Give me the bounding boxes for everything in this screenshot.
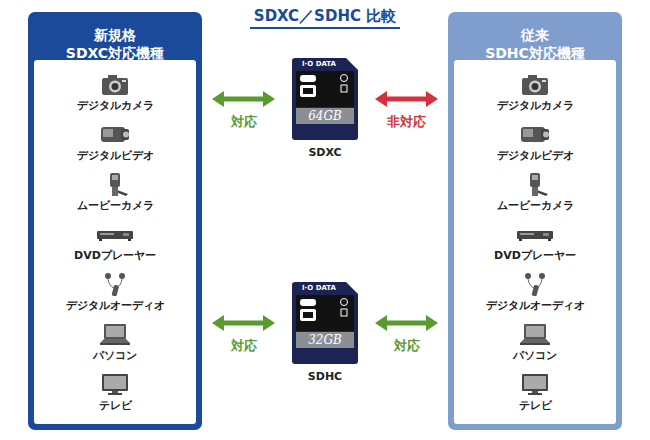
card-type-label: SDHC bbox=[285, 370, 365, 383]
bidirectional-arrow bbox=[375, 91, 438, 107]
device-label: テレビ bbox=[454, 398, 616, 413]
device-item: ムービーカメラ bbox=[34, 170, 196, 214]
device-item: パソコン bbox=[454, 320, 616, 364]
device-label: ムービーカメラ bbox=[34, 198, 196, 213]
panel-heading-wrap: 新規格 SDXC対応機種 bbox=[28, 26, 202, 62]
panel-heading: 従来 SDHC対応機種 bbox=[470, 26, 600, 62]
edge-label: 非対応 bbox=[384, 113, 429, 131]
device-label: デジタルビデオ bbox=[454, 148, 616, 163]
device-item: テレビ bbox=[34, 370, 196, 414]
edge-label: 対応 bbox=[228, 337, 260, 355]
device-item: デジタルオーディオ bbox=[454, 270, 616, 314]
device-label: デジタルカメラ bbox=[34, 98, 196, 113]
bidirectional-arrow bbox=[375, 315, 438, 331]
panel-heading-wrap: 従来 SDHC対応機種 bbox=[448, 26, 622, 62]
device-label: デジタルビデオ bbox=[34, 148, 196, 163]
device-item: デジタルカメラ bbox=[34, 70, 196, 114]
device-label: パソコン bbox=[454, 348, 616, 363]
card-capacity: 64GB bbox=[296, 109, 354, 123]
device-label: DVDプレーヤー bbox=[34, 248, 196, 263]
sd-card-shape bbox=[292, 282, 358, 364]
device-item: ムービーカメラ bbox=[454, 170, 616, 214]
device-item: パソコン bbox=[34, 320, 196, 364]
device-panel: 新規格 SDXC対応機種デジタルカメラデジタルビデオムービーカメラ DVDプレーヤ… bbox=[28, 12, 202, 430]
device-item: DVDプレーヤー bbox=[454, 220, 616, 264]
bidirectional-arrow bbox=[212, 91, 275, 107]
bidirectional-arrow bbox=[212, 315, 275, 331]
device-panel: 従来 SDHC対応機種デジタルカメラデジタルビデオムービーカメラ DVDプレーヤー… bbox=[448, 12, 622, 430]
device-label: ムービーカメラ bbox=[454, 198, 616, 213]
device-item: デジタルカメラ bbox=[454, 70, 616, 114]
diagram-title: SDXC／SDHC 比較 bbox=[250, 7, 400, 29]
device-label: DVDプレーヤー bbox=[454, 248, 616, 263]
sd-card-shape bbox=[292, 58, 358, 140]
edge-label: 対応 bbox=[228, 113, 260, 131]
card-type-label: SDXC bbox=[285, 146, 365, 159]
device-label: デジタルカメラ bbox=[454, 98, 616, 113]
edge-label: 対応 bbox=[391, 337, 423, 355]
sd-card: I·O DATA 64GB SDXC bbox=[285, 58, 365, 162]
device-item: デジタルビデオ bbox=[34, 120, 196, 164]
device-label: デジタルオーディオ bbox=[34, 298, 196, 313]
device-icons bbox=[97, 75, 553, 395]
device-label: テレビ bbox=[34, 398, 196, 413]
sd-card: I·O DATA 32GB SDHC bbox=[285, 282, 365, 386]
card-capacity: 32GB bbox=[296, 333, 354, 347]
card-brand: I·O DATA bbox=[292, 284, 346, 292]
device-item: デジタルビデオ bbox=[454, 120, 616, 164]
card-brand: I·O DATA bbox=[292, 60, 346, 68]
device-item: デジタルオーディオ bbox=[34, 270, 196, 314]
device-item: DVDプレーヤー bbox=[34, 220, 196, 264]
device-item: テレビ bbox=[454, 370, 616, 414]
panel-heading: 新規格 SDXC対応機種 bbox=[50, 26, 180, 62]
device-label: デジタルオーディオ bbox=[454, 298, 616, 313]
device-label: パソコン bbox=[34, 348, 196, 363]
